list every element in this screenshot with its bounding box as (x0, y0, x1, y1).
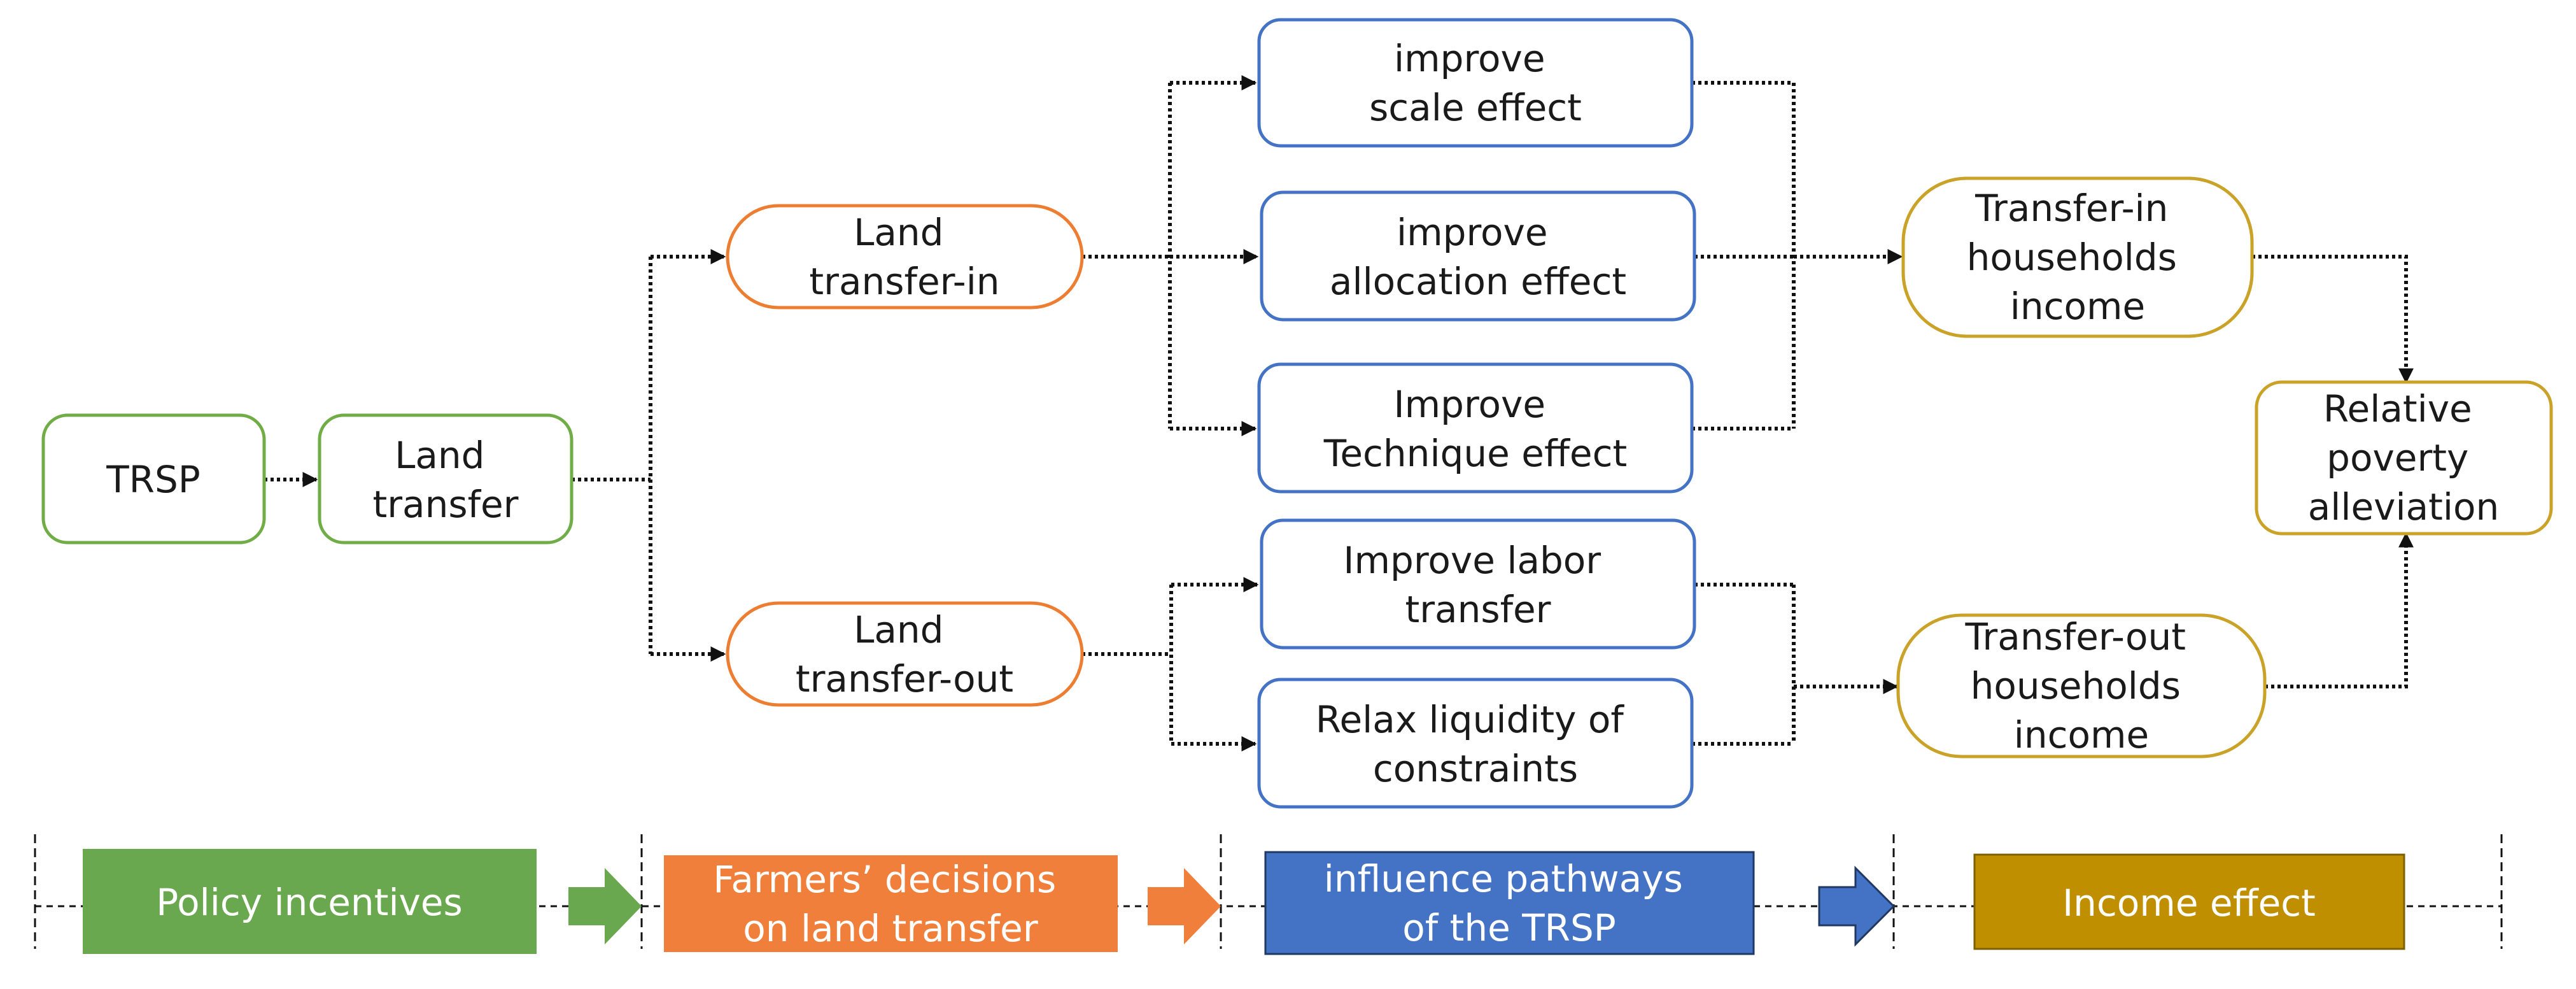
connectors (264, 75, 2414, 751)
arrow-transfer-out-income-to-poverty (2265, 532, 2414, 688)
land-transfer-out-node: Land transfer-out (726, 601, 1084, 707)
land-transfer-label: Land transfer (372, 434, 518, 526)
income-effect-band (1973, 853, 2405, 950)
farmers-decisions-band (664, 855, 1118, 952)
transfer-out-income-label: Transfer-out households income (1965, 615, 2198, 757)
land-transfer-node: Land transfer (318, 413, 574, 544)
labor-transfer-label: Improve labor transfer (1343, 539, 1612, 631)
transfer-in-income-node: Transfer-in households income (1901, 176, 2254, 338)
land-transfer-in-node: Land transfer-in (726, 204, 1084, 310)
income-effect-label: Income effect (2062, 881, 2316, 925)
labor-transfer-node: Improve labor transfer (1260, 518, 1696, 650)
influence-pathways-label: influence pathways of the TRSP (1324, 857, 1694, 950)
technique-effect-node: Improve Technique effect (1257, 362, 1694, 494)
land-transfer-in-label: Land transfer-in (809, 211, 999, 303)
liquidity-label: Relax liquidity of constraints (1316, 698, 1636, 790)
blue-stage-arrow (1818, 865, 1896, 947)
land-transfer-out-label: Land transfer-out (796, 608, 1013, 701)
scale-effect-label: improve scale effect (1369, 37, 1582, 129)
stage-timeline: Policy incentives Farmers’ decisions on … (34, 834, 2503, 955)
arrow-transfer-in-income-to-poverty (2252, 255, 2414, 384)
allocation-effect-label: improve allocation effect (1330, 211, 1626, 303)
green-stage-arrow (568, 868, 642, 944)
farmers-decisions-label: Farmers’ decisions on land transfer (713, 858, 1067, 950)
liquidity-node: Relax liquidity of constraints (1257, 678, 1694, 809)
trsp-node: TRSP (41, 413, 266, 544)
orange-stage-arrow (1148, 868, 1221, 944)
trsp-label: TRSP (106, 458, 201, 501)
poverty-alleviation-label: Relative poverty alleviation (2308, 387, 2500, 529)
transfer-out-income-node: Transfer-out households income (1896, 613, 2267, 758)
technique-effect-label: Improve Technique effect (1323, 383, 1627, 475)
transfer-in-income-label: Transfer-in households income (1967, 187, 2189, 328)
policy-incentives-band (83, 849, 537, 954)
scale-effect-node: improve scale effect (1257, 18, 1694, 148)
influence-pathways-band (1264, 851, 1755, 955)
poverty-alleviation-node: Relative poverty alleviation (2255, 380, 2553, 536)
policy-incentives-label: Policy incentives (156, 881, 463, 924)
allocation-effect-node: improve allocation effect (1260, 190, 1696, 322)
